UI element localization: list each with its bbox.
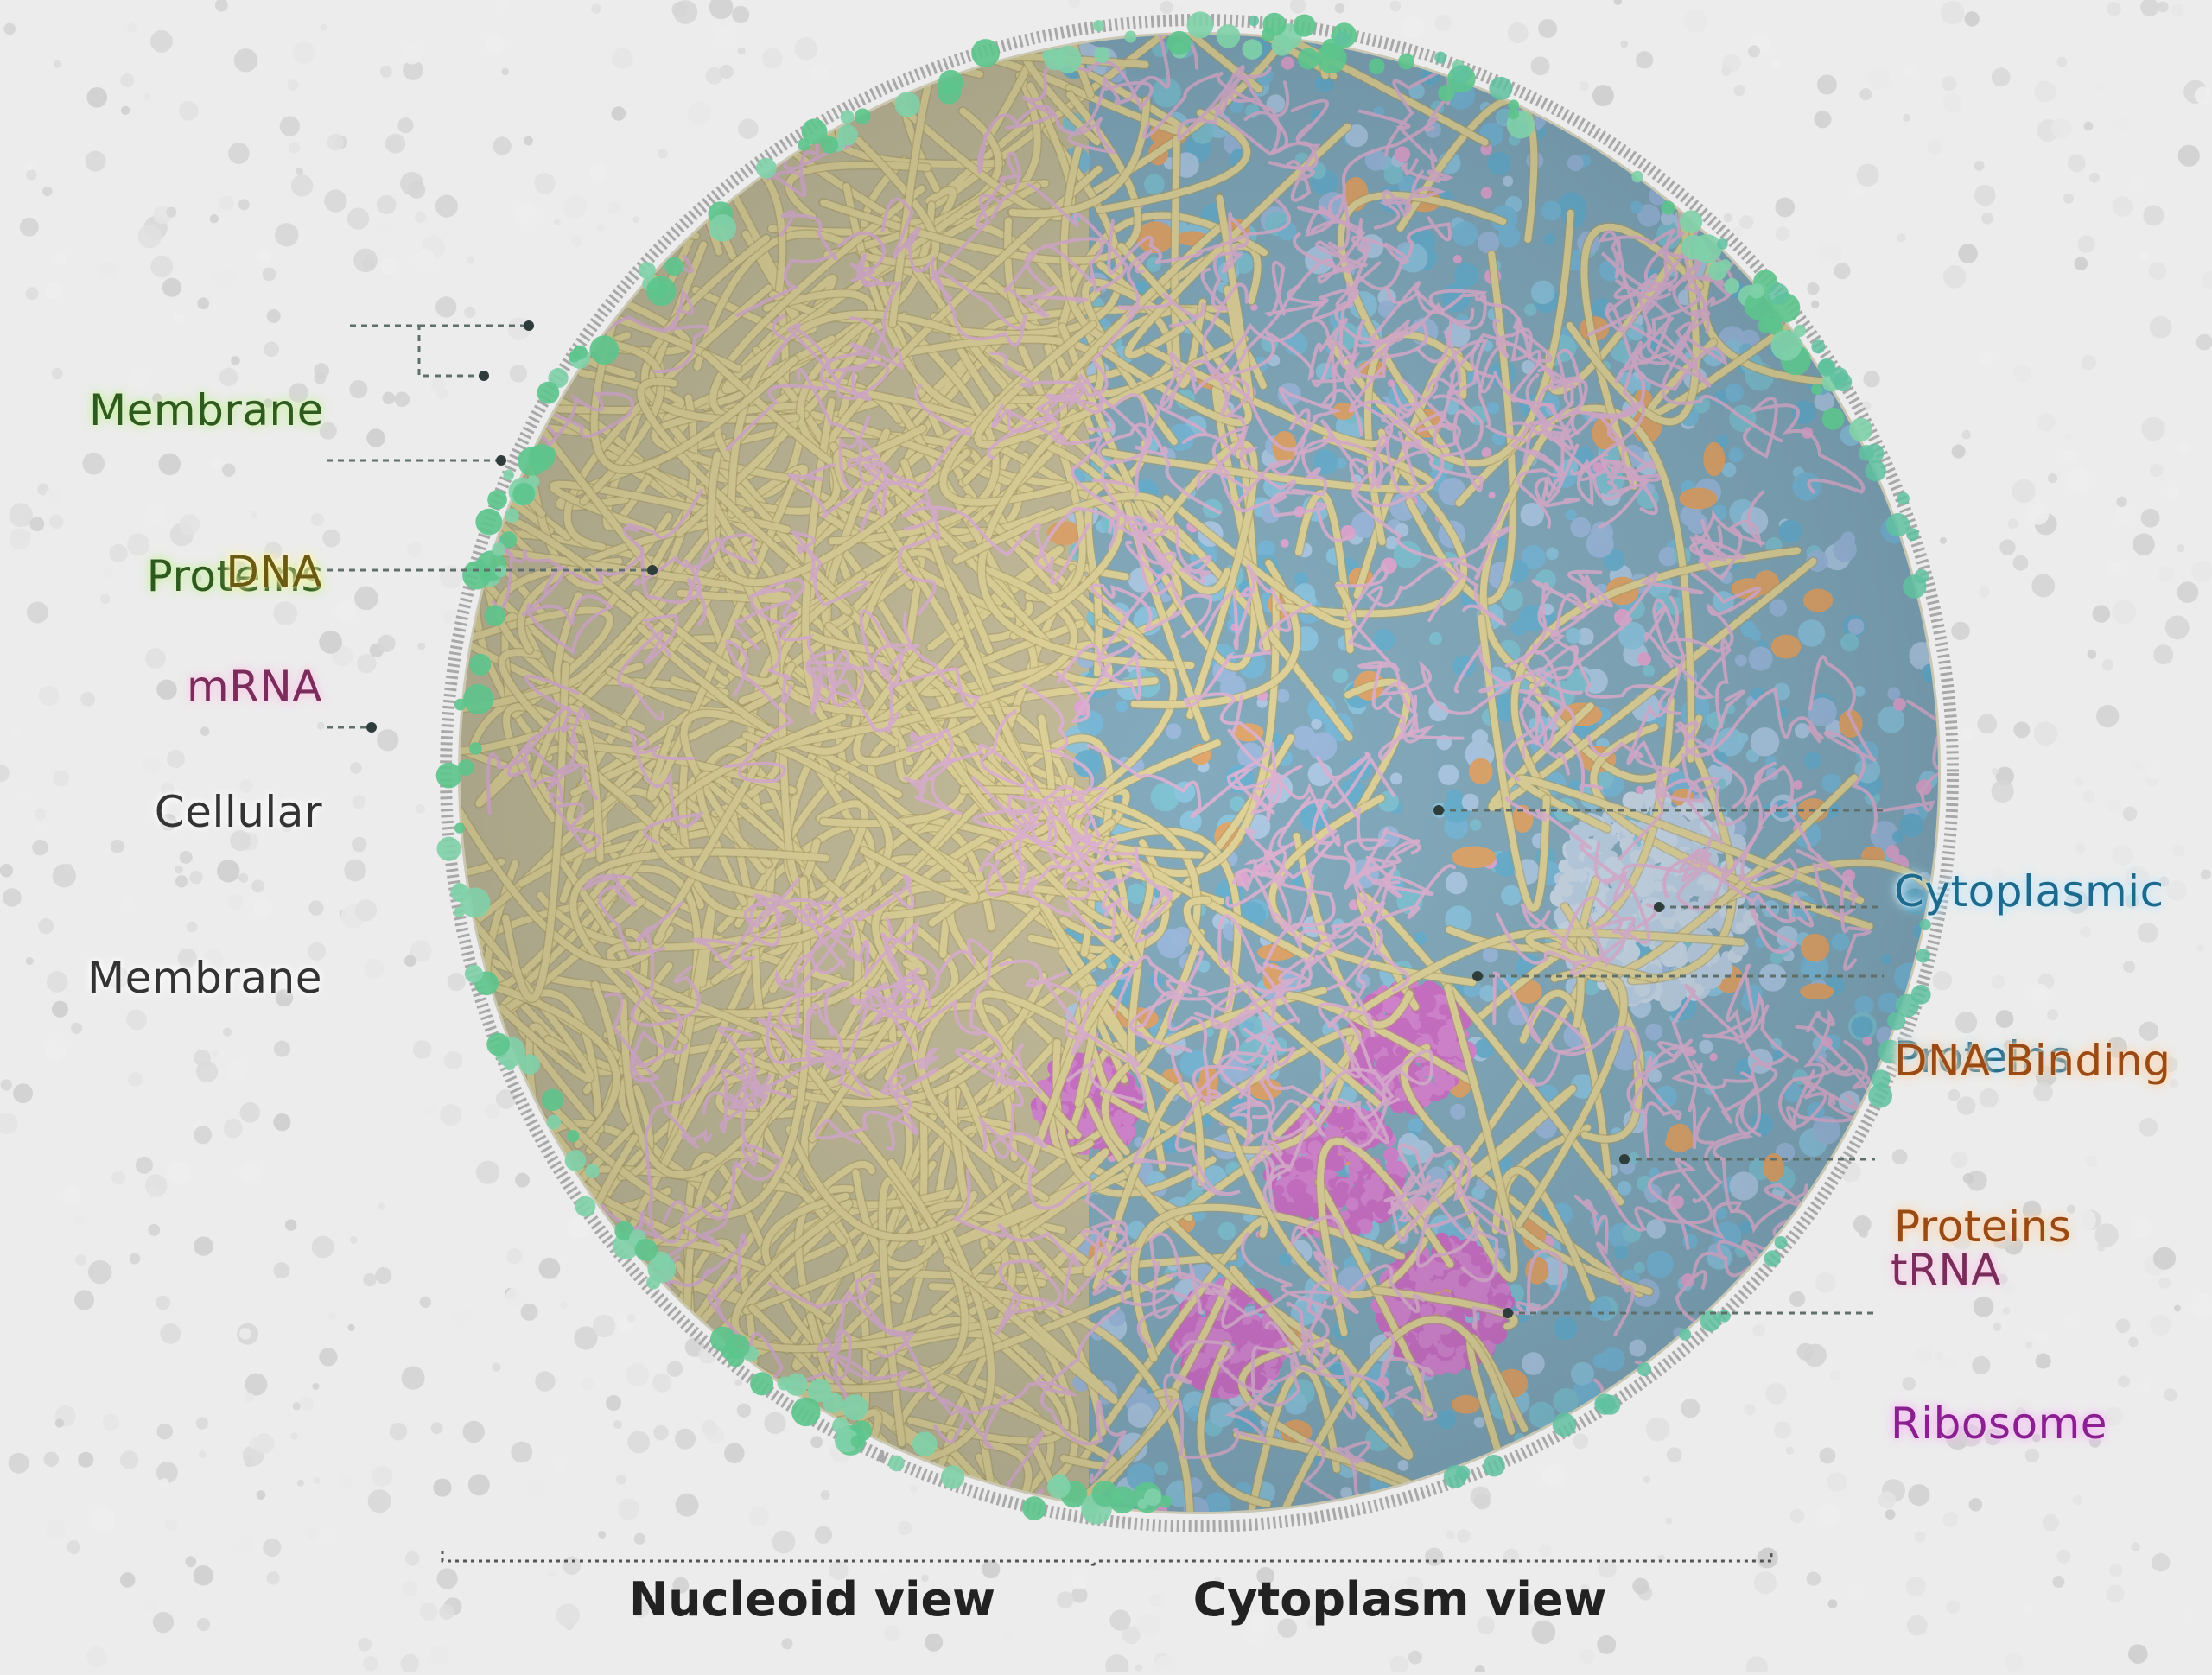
label-mrna-text: mRNA [186, 662, 322, 712]
bracket-path [441, 1551, 1773, 1567]
label-dna: DNA [226, 434, 322, 710]
leader-lines [327, 324, 1884, 1315]
label-cellular-membrane: Cellular Membrane [87, 674, 322, 1116]
label-cellular-membrane-line2: Membrane [87, 953, 322, 1003]
label-membrane-proteins: Membrane Proteins [89, 272, 324, 714]
label-mrna: mRNA [187, 549, 322, 825]
label-ribosome-text: Ribosome [1891, 1399, 2108, 1449]
label-dna-binding-proteins: DNA Binding Proteins [1894, 923, 2171, 1365]
label-cellular-membrane-line1: Cellular [154, 787, 322, 837]
label-cytoplasmic-proteins-line2: Proteins [1894, 1032, 2072, 1082]
label-cytoplasmic-proteins-line1: Cytoplasmic [1894, 866, 2164, 917]
label-dna-text: DNA [226, 547, 322, 597]
label-membrane-proteins-line2: Proteins [146, 551, 324, 601]
label-trna: tRNA [1891, 1132, 2001, 1408]
label-dna-binding-proteins-line1: DNA Binding [1894, 1036, 2171, 1086]
leader-dots [366, 320, 1664, 1318]
label-ribosome: Ribosome [1891, 1285, 2107, 1562]
view-brackets [441, 1551, 1773, 1567]
label-membrane-proteins-line1: Membrane [89, 385, 324, 435]
label-trna-text: tRNA [1891, 1245, 2001, 1295]
membrane-proteins [435, 11, 1931, 1525]
label-dna-binding-proteins-line2: Proteins [1894, 1202, 2072, 1252]
leader-membrane-proteins [350, 324, 484, 378]
label-cytoplasmic-proteins: Cytoplasmic Proteins [1894, 753, 2164, 1196]
label-cytoplasm-view: Cytoplasm view [1192, 1572, 1607, 1627]
label-nucleoid-view: Nucleoid view [628, 1572, 996, 1627]
